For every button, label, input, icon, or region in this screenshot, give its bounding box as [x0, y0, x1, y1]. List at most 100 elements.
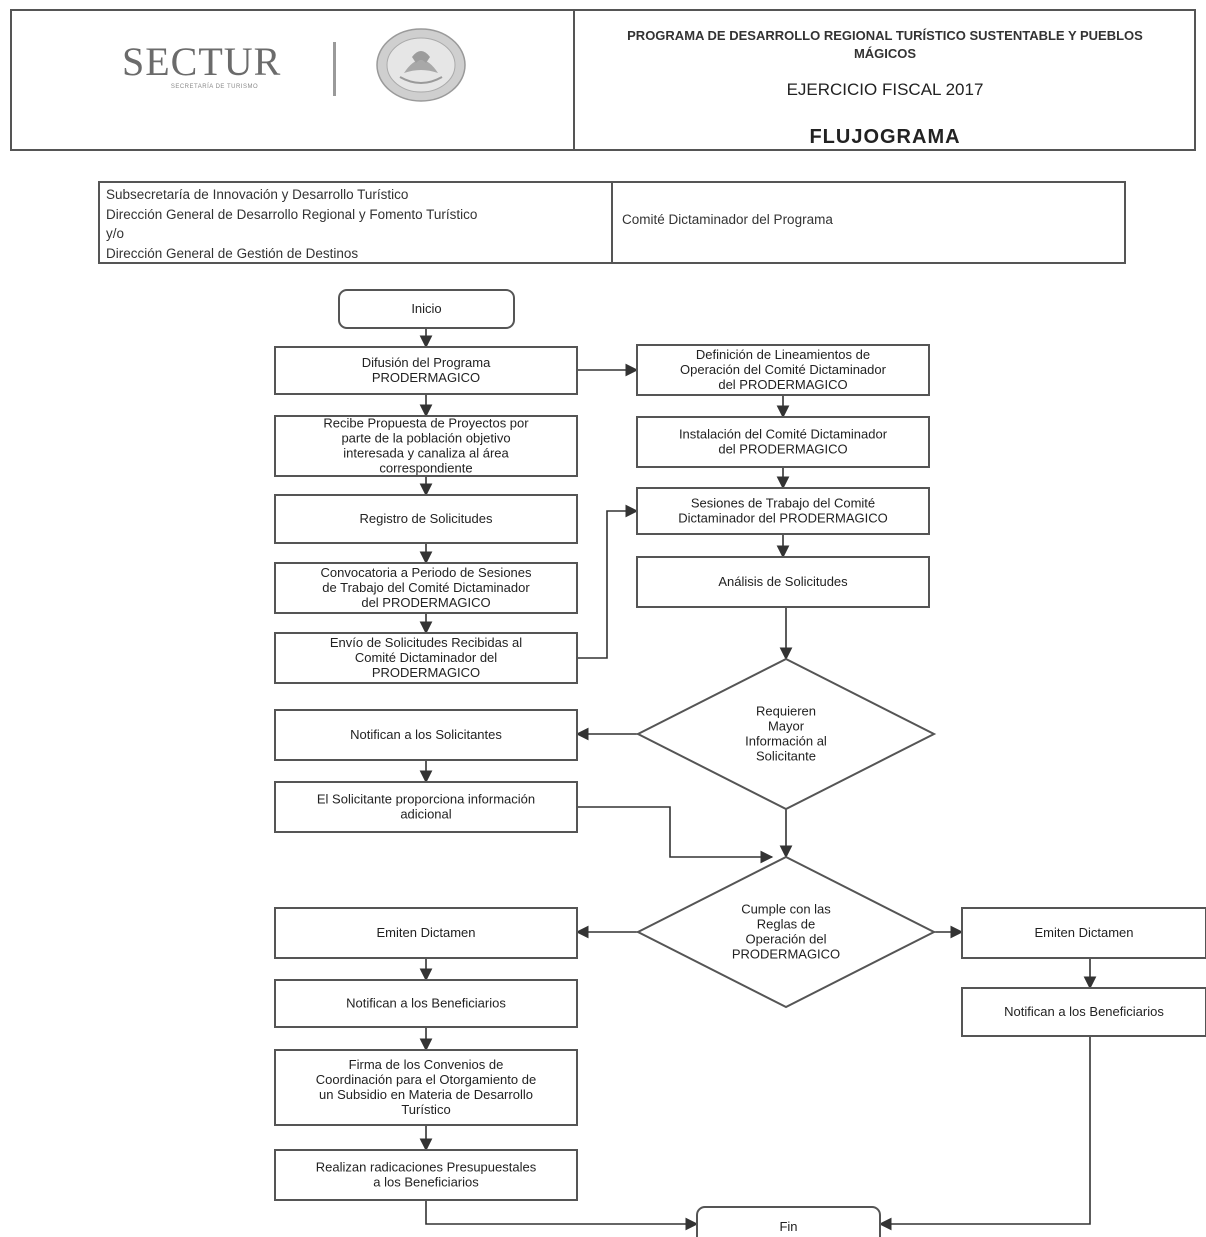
node-label: Dictaminador del PRODERMAGICO	[678, 511, 888, 526]
node-label: Comité Dictaminador del	[355, 650, 497, 665]
lane-left-line: Subsecretaría de Innovación y Desarrollo…	[106, 187, 409, 202]
node-label: Mayor	[768, 719, 805, 734]
node-label: Cumple con las	[741, 902, 831, 917]
node-label: Operación del Comité Dictaminador	[680, 362, 887, 377]
node-sesiones: Sesiones de Trabajo del ComitéDictaminad…	[636, 487, 930, 535]
edge-solicitante-cumple	[577, 806, 774, 864]
node-label: un Subsidio en Materia de Desarrollo	[319, 1087, 533, 1102]
lane-divider	[611, 181, 613, 264]
node-label: El Solicitante proporciona información	[317, 792, 535, 807]
node-label: Envío de Solicitudes Recibidas al	[330, 635, 522, 650]
header-divider	[573, 9, 575, 151]
node-label: del PRODERMAGICO	[361, 595, 490, 610]
flowchart-edges	[419, 328, 1097, 1231]
edge-envio-sesiones	[577, 504, 639, 659]
header-box	[10, 9, 1196, 151]
node-label: Notifican a los Beneficiarios	[346, 996, 506, 1011]
process-shape	[274, 494, 578, 544]
process-shape	[274, 415, 578, 477]
lane-left-label: Subsecretaría de Innovación y Desarrollo…	[106, 185, 604, 263]
edge-notifican-right-fin	[878, 1036, 1091, 1231]
node-notifican-benef-right: Notifican a los Beneficiarios	[961, 987, 1206, 1037]
node-label: Solicitante	[756, 749, 816, 764]
lane-right-label: Comité Dictaminador del Programa	[622, 212, 833, 227]
node-notifican-benef-left: Notifican a los Beneficiarios	[274, 979, 578, 1028]
node-label: Recibe Propuesta de Proyectos por	[323, 416, 529, 431]
node-label: Reglas de	[757, 917, 816, 932]
node-label: adicional	[400, 807, 451, 822]
process-shape	[636, 416, 930, 468]
node-label: Emiten Dictamen	[1035, 925, 1134, 940]
node-inicio: Inicio	[338, 289, 515, 329]
node-label: correspondiente	[379, 461, 472, 476]
national-seal-icon	[376, 28, 466, 102]
node-label: Emiten Dictamen	[377, 925, 476, 940]
node-label: PRODERMAGICO	[732, 947, 840, 962]
process-shape	[636, 344, 930, 396]
node-label: del PRODERMAGICO	[718, 377, 847, 392]
node-label: de Trabajo del Comité Dictaminador	[322, 580, 530, 595]
node-emiten-left: Emiten Dictamen	[274, 907, 578, 959]
node-label: Instalación del Comité Dictaminador	[679, 427, 888, 442]
node-label: PRODERMAGICO	[372, 665, 480, 680]
node-label: Firma de los Convenios de	[349, 1057, 504, 1072]
sectur-logo-subtitle: SECRETARÍA DE TURISMO	[170, 84, 259, 90]
process-shape	[274, 781, 578, 833]
node-registro: Registro de Solicitudes	[274, 494, 578, 544]
node-label: Operación del	[746, 932, 827, 947]
lane-left-line: y/o	[106, 226, 125, 241]
logo-separator	[333, 42, 336, 96]
node-label: Realizan radicaciones Presupuestales	[316, 1160, 537, 1175]
node-label: Coordinación para el Otorgamiento de	[316, 1072, 536, 1087]
node-envio: Envío de Solicitudes Recibidas alComité …	[274, 632, 578, 684]
node-fin: Fin	[696, 1206, 881, 1237]
process-shape	[274, 346, 578, 395]
node-label: Inicio	[411, 301, 441, 316]
decision-shape	[635, 657, 937, 811]
node-label: PRODERMAGICO	[372, 370, 480, 385]
process-shape	[274, 632, 578, 684]
node-label: del PRODERMAGICO	[718, 442, 847, 457]
decision-shape	[635, 855, 937, 1009]
program-title: PROGRAMA DE DESARROLLO REGIONAL TURÍSTIC…	[627, 28, 1143, 61]
terminal-shape	[338, 289, 515, 329]
node-solicitante-info: El Solicitante proporciona informaciónad…	[274, 781, 578, 833]
process-shape	[274, 1149, 578, 1201]
document-title: FLUJOGRAMA	[809, 126, 961, 148]
process-shape	[274, 1049, 578, 1126]
lane-left-line: Dirección General de Desarrollo Regional…	[106, 206, 478, 222]
node-label: Sesiones de Trabajo del Comité	[691, 496, 875, 511]
node-label: parte de la población objetivo	[341, 431, 510, 446]
fiscal-year: EJERCICIO FISCAL 2017	[786, 80, 984, 99]
node-label: Fin	[779, 1219, 797, 1234]
process-shape	[636, 556, 930, 608]
node-label: Difusión del Programa	[362, 355, 491, 370]
terminal-shape	[696, 1206, 881, 1237]
node-analisis: Análisis de Solicitudes	[636, 556, 930, 608]
node-label: Registro de Solicitudes	[360, 511, 493, 526]
node-label: Requieren	[756, 704, 816, 719]
node-label: Análisis de Solicitudes	[718, 574, 848, 589]
node-label: Convocatoria a Periodo de Sesiones	[320, 565, 532, 580]
process-shape	[274, 979, 578, 1028]
edge-radicaciones-fin	[425, 1200, 699, 1231]
process-shape	[961, 907, 1206, 959]
process-shape	[961, 987, 1206, 1037]
sectur-logo: SECTUR	[122, 39, 282, 84]
node-label: Información al	[745, 734, 827, 749]
node-label: Definición de Lineamientos de	[696, 347, 870, 362]
node-label: a los Beneficiarios	[373, 1175, 479, 1190]
process-shape	[274, 562, 578, 614]
process-shape	[274, 709, 578, 761]
node-label: Notifican a los Beneficiarios	[1004, 1004, 1164, 1019]
node-emiten-right: Emiten Dictamen	[961, 907, 1206, 959]
